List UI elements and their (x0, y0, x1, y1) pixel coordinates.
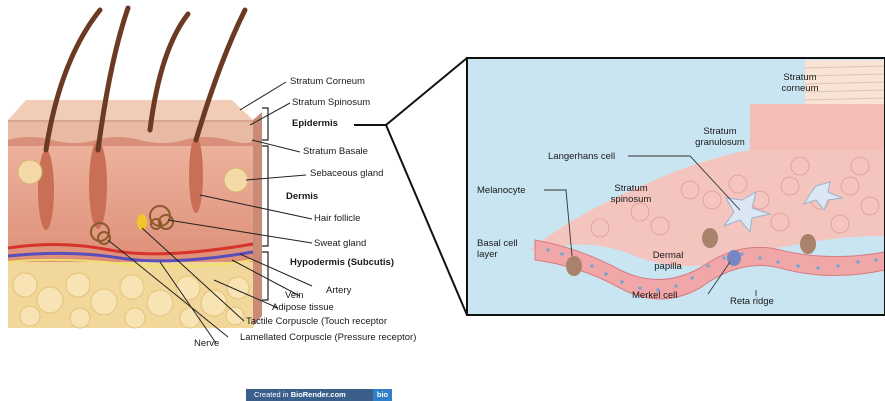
label-stratum-spinosum: Stratum Spinosum (292, 97, 370, 108)
label-nerve: Nerve (194, 338, 219, 349)
zoom-label-dermal-papilla: Dermal papilla (638, 250, 698, 272)
biorender-badge[interactable]: Created in BioRender.com bio (246, 389, 392, 401)
label-hypodermis: Hypodermis (Subcutis) (290, 257, 394, 268)
biorender-logo-icon: bio (373, 389, 392, 401)
label-epidermis: Epidermis (292, 118, 338, 129)
badge-brand: BioRender.com (291, 390, 346, 399)
layer-brackets (262, 108, 268, 300)
zoom-label-basal-cell-layer: Basal cell layer (477, 238, 537, 260)
badge-text: Created in BioRender.com (246, 389, 373, 401)
zoom-label-reta-ridge: Reta ridge (730, 296, 774, 307)
skin-surface (8, 100, 253, 120)
zoom-label-stratum-corneum: Stratum corneum (770, 72, 830, 94)
label-sebaceous-gland: Sebaceous gland (310, 168, 383, 179)
label-lamellated-corpuscle: Lamellated Corpuscle (Pressure receptor) (240, 332, 416, 343)
zoom-callout-lines (354, 58, 467, 315)
label-stratum-basale: Stratum Basale (303, 146, 368, 157)
label-tactile-corpuscle: Tactile Corpuscle (Touch receptor (246, 316, 387, 327)
label-adipose-tissue: Adipose tissue (272, 302, 334, 313)
label-sweat-gland: Sweat gland (314, 238, 366, 249)
badge-prefix: Created in (254, 390, 291, 399)
zoom-label-melanocyte: Melanocyte (477, 185, 526, 196)
label-hair-follicle: Hair follicle (314, 213, 360, 224)
label-dermis: Dermis (286, 191, 318, 202)
zoom-label-stratum-spinosum: Stratum spinosum (596, 183, 666, 205)
epidermis-zoom-panel (467, 58, 885, 315)
label-artery: Artery (326, 285, 351, 296)
zoom-label-merkel-cell: Merkel cell (632, 290, 677, 301)
skin-block (8, 8, 262, 328)
tactile-corpuscle (137, 214, 147, 230)
label-stratum-corneum: Stratum Corneum (290, 76, 365, 87)
zoom-label-stratum-granulosum: Stratum granulosum (680, 126, 760, 148)
label-vein: Vein (285, 290, 304, 301)
zoom-label-langerhans-cell: Langerhans cell (548, 151, 615, 162)
